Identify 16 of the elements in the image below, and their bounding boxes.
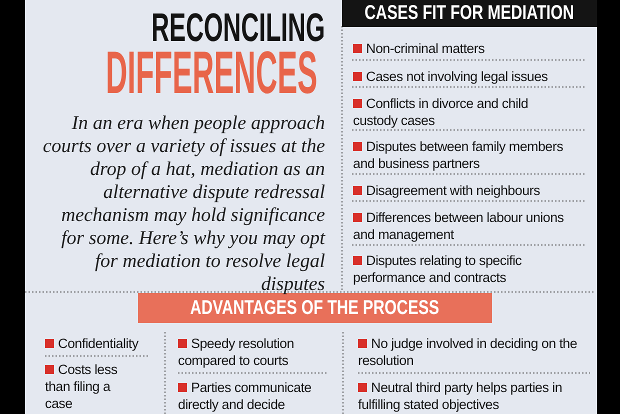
intro-paragraph: In an era when people approach courts over a variety of issues at the drop of a hat, mediation as an alternative dispute redressal mechanism may hold significance for some. Here’s why you may opt for mediation to resolve legal disputes (42, 112, 325, 296)
list-item: Non-criminal matters (353, 40, 571, 57)
list-item: Parties communicate directly and decide (178, 379, 333, 413)
list-item: Differences between labour unions and management (353, 209, 571, 243)
header-band: CASES FIT FOR MEDIATION (342, 0, 597, 27)
list-item: Costs less than filing a case (45, 361, 140, 412)
list-item: Disputes relating to specific performance and contracts (353, 252, 571, 286)
list-item: Disagreement with neighbours (353, 182, 571, 199)
header-banner: ADVANTAGES OF THE PROCESS (138, 293, 492, 323)
list-item: No judge involved in deciding on the resolution (358, 335, 580, 369)
list-item: Conflicts in divorce and child custody cases (353, 95, 571, 129)
list-item: Cases not involving legal issues (353, 68, 571, 85)
list-item: Neutral third party helps parties in fulfilling stated objectives (358, 379, 593, 413)
list-item: Disputes between family members and business partners (353, 138, 571, 172)
list-item: Confidentiality (45, 335, 155, 352)
list-item: Speedy resolution compared to courts (178, 335, 333, 369)
